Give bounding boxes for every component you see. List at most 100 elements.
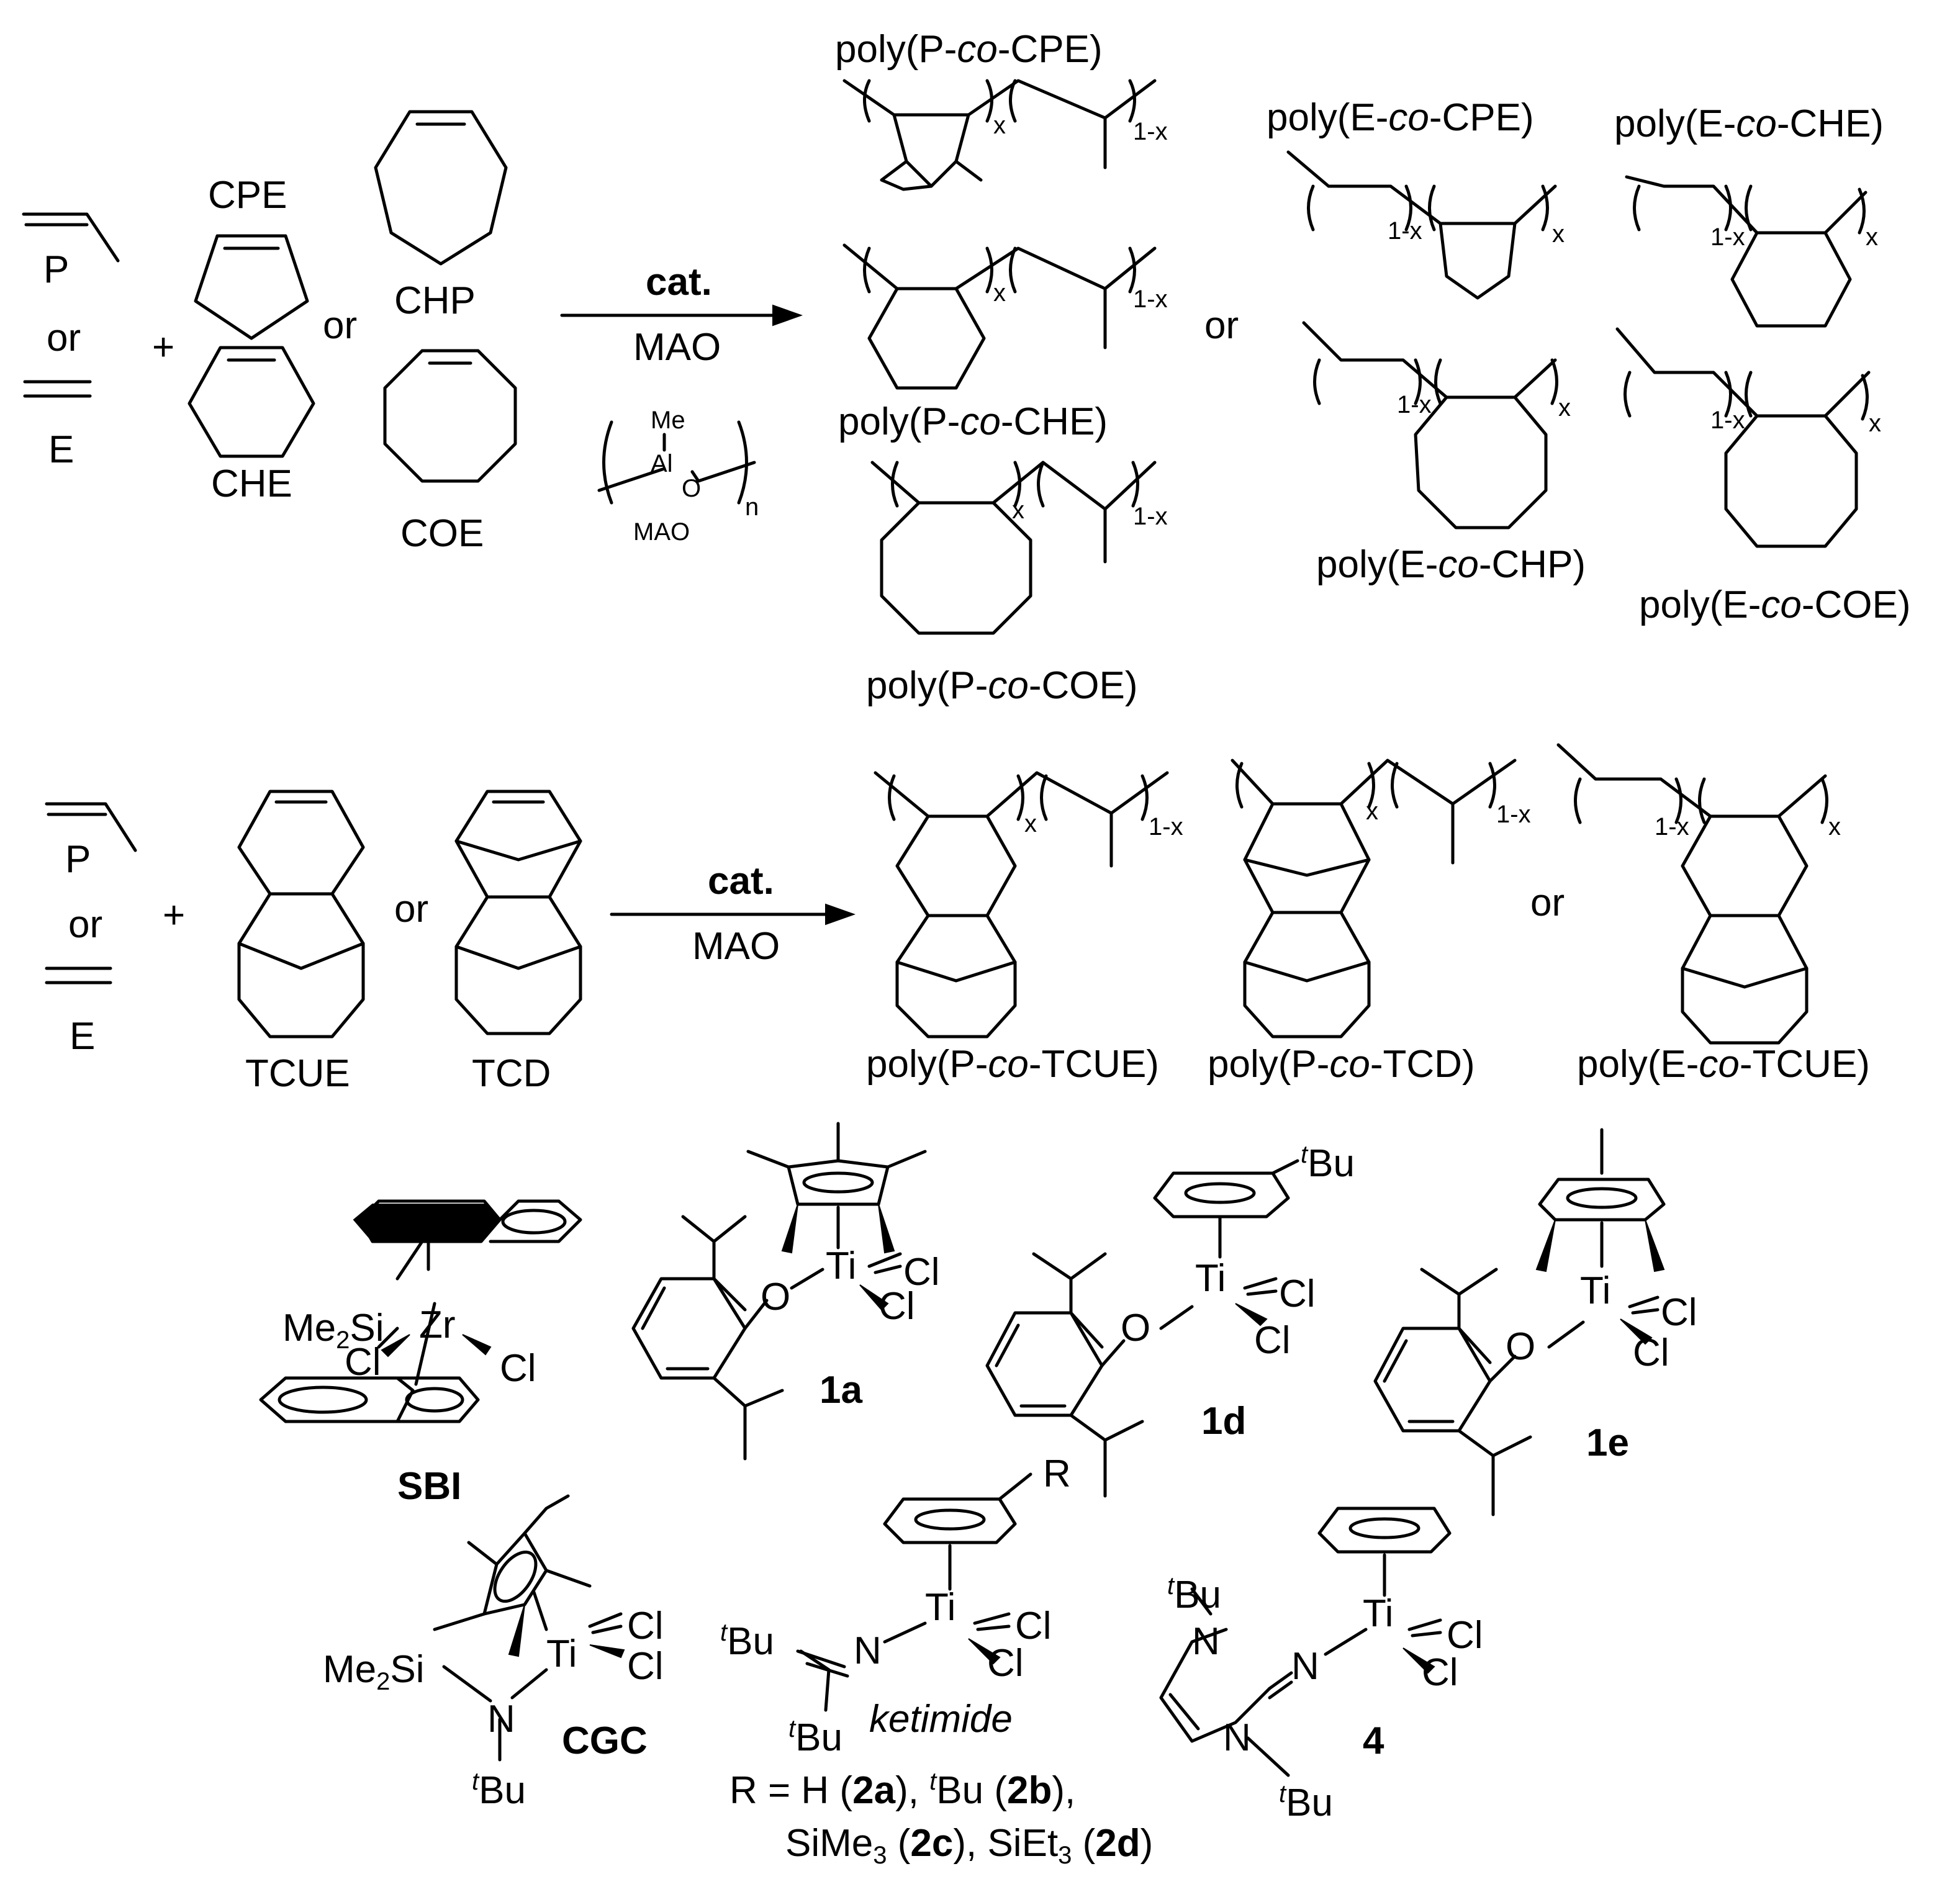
tcue-structure <box>237 790 365 1038</box>
sub-1-x: 1-x <box>1710 407 1745 434</box>
mao-n: n <box>745 493 759 521</box>
catalyst-1d-o: O <box>1121 1307 1150 1349</box>
sbi-zr: Zr <box>419 1304 456 1346</box>
catalyst-1d-ti: Ti <box>1195 1257 1226 1300</box>
catalyst-label: cat. <box>646 261 712 304</box>
catalyst-label: cat. <box>708 860 774 903</box>
mao-sub-label: MAO <box>633 518 690 546</box>
sub-1-x: 1-x <box>1133 286 1168 313</box>
poly-p-co-coe-structure <box>870 461 1157 635</box>
cgc-cl: Cl <box>627 1605 664 1647</box>
or-label: or <box>1204 304 1239 347</box>
ketimide-tbu: tBu <box>720 1619 774 1663</box>
poly-p-co-tcd-label: poly(P-co-TCD) <box>1208 1043 1475 1086</box>
catalyst-1d-cl: Cl <box>1279 1273 1316 1315</box>
sub-x: x <box>1012 497 1024 524</box>
ethylene-label: E <box>48 428 74 471</box>
cgc-cl: Cl <box>627 1645 664 1688</box>
tcd-label: TCD <box>472 1052 551 1095</box>
catalyst-4-ti: Ti <box>1363 1592 1393 1635</box>
poly-p-co-coe-label: poly(P-co-COE) <box>866 664 1138 707</box>
cgc-n: N <box>487 1698 515 1741</box>
r-definitions-line1: R = H (2a), tBu (2b), <box>729 1768 1075 1812</box>
catalyst-1d-tbu: tBu <box>1301 1141 1355 1185</box>
propylene-structure <box>22 212 120 263</box>
mao-me: Me <box>651 407 685 434</box>
catalyst-1d-cl: Cl <box>1254 1319 1291 1362</box>
poly-e-co-coe-label: poly(E-co-COE) <box>1639 583 1911 626</box>
poly-p-co-che-label: poly(P-co-CHE) <box>838 400 1108 443</box>
ketimide-cl: Cl <box>987 1642 1024 1685</box>
poly-p-co-cpe-label: poly(P-co-CPE) <box>835 28 1103 71</box>
catalyst-1e-label: 1e <box>1586 1421 1629 1464</box>
catalyst-4-label: 4 <box>1363 1719 1384 1762</box>
sub-1-x: 1-x <box>1496 801 1531 828</box>
reaction-arrow <box>610 903 856 926</box>
catalyst-1e-structure <box>1373 1128 1666 1516</box>
mao-label: MAO <box>633 326 721 369</box>
or-label: or <box>68 903 102 946</box>
sub-1-x: 1-x <box>1655 813 1689 840</box>
ketimide-n: N <box>854 1629 882 1672</box>
mao-structure <box>597 420 756 505</box>
propylene-label: P <box>43 248 69 291</box>
ethylene-label: E <box>70 1015 95 1058</box>
poly-e-co-cpe-structure <box>1286 150 1557 300</box>
sub-x: x <box>1828 813 1841 840</box>
poly-p-co-tcd-structure <box>1231 759 1517 1038</box>
r-definitions-line2: SiMe3 (2c), SiEt3 (2d) <box>785 1822 1153 1869</box>
catalyst-1a-label: 1a <box>820 1369 862 1412</box>
plus-sign: + <box>163 894 185 937</box>
cgc-me2si: Me2Si <box>323 1648 425 1695</box>
sub-x: x <box>993 279 1006 307</box>
ketimide-r: R <box>1043 1453 1071 1495</box>
ketimide-ti: Ti <box>925 1586 955 1629</box>
sbi-label: SBI <box>397 1465 461 1508</box>
ethylene-structure <box>23 380 92 398</box>
mao-al: Al <box>651 450 673 477</box>
cgc-structure <box>433 1494 625 1762</box>
or-label: or <box>394 888 428 930</box>
ketimide-tbu: tBu <box>788 1715 842 1759</box>
sbi-cl-right: Cl <box>500 1347 536 1390</box>
che-structure <box>187 346 315 458</box>
catalyst-4-cl: Cl <box>1422 1651 1458 1694</box>
poly-e-co-coe-structure <box>1615 327 1871 548</box>
chp-label: CHP <box>394 279 476 322</box>
sub-1-x: 1-x <box>1133 503 1168 530</box>
sub-x: x <box>1869 410 1881 437</box>
catalyst-1a-cl: Cl <box>878 1285 915 1328</box>
catalyst-1a-structure <box>631 1122 927 1461</box>
sub-1-x: 1-x <box>1133 118 1168 145</box>
poly-p-co-tcue-structure <box>874 771 1169 1038</box>
sub-x: x <box>1366 798 1378 825</box>
che-label: CHE <box>211 462 292 505</box>
cpe-structure <box>194 234 309 340</box>
catalyst-1d-structure <box>985 1159 1299 1498</box>
or-label: or <box>323 304 357 347</box>
catalyst-1e-cl: Cl <box>1633 1331 1669 1374</box>
catalyst-1d-label: 1d <box>1201 1400 1246 1443</box>
catalyst-1e-o: O <box>1506 1325 1535 1368</box>
catalyst-1a-o: O <box>761 1276 790 1318</box>
catalyst-4-n-top: N <box>1192 1620 1220 1663</box>
catalyst-4-structure <box>1159 1507 1452 1777</box>
ketimide-structure <box>796 1472 1032 1712</box>
catalyst-4-n-imine: N <box>1291 1645 1319 1688</box>
cpe-label: CPE <box>208 174 287 217</box>
poly-e-co-tcue-label: poly(E-co-TCUE) <box>1577 1043 1870 1086</box>
catalyst-1e-cl: Cl <box>1661 1291 1697 1334</box>
mao-label: MAO <box>692 925 780 968</box>
cgc-label: CGC <box>562 1719 648 1762</box>
poly-e-co-chp-label: poly(E-co-CHP) <box>1316 543 1586 586</box>
sbi-structure <box>259 1199 582 1423</box>
tcue-label: TCUE <box>245 1052 350 1095</box>
sbi-cl-left: Cl <box>345 1341 381 1384</box>
catalyst-1a-ti: Ti <box>826 1245 856 1287</box>
sub-x: x <box>1866 223 1878 251</box>
ketimide-cl: Cl <box>1015 1605 1052 1647</box>
sub-x: x <box>1552 220 1565 248</box>
sub-1-x: 1-x <box>1710 223 1745 251</box>
or-label: or <box>47 317 81 359</box>
